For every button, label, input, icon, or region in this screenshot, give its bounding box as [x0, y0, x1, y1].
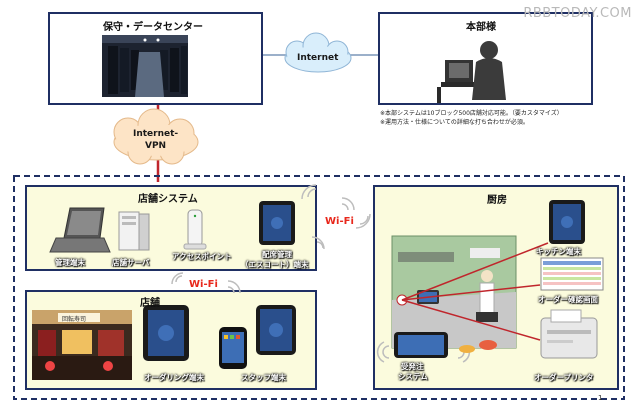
wifi-label-store: Wi-Fi	[189, 279, 218, 290]
order-screen-icon	[540, 257, 604, 291]
label-ordering-terminal: オーダリング端末	[144, 373, 204, 382]
wifi-waves-store	[171, 272, 241, 294]
label-admin-terminal: 管理端末	[55, 258, 85, 267]
datacenter-box	[48, 12, 263, 105]
label-order-printer: オーダープリンタ	[534, 373, 594, 382]
store-system-title: 店舗システム	[138, 194, 198, 205]
kitchen-tablet-icon	[549, 200, 585, 244]
datacenter-photo	[102, 35, 188, 97]
order-tablet-kitchen-icon	[394, 332, 448, 358]
label-kitchen-terminal: キッチン端末	[536, 247, 581, 256]
watermark: RBBTODAY.COM	[523, 6, 632, 21]
label-seating-line1: 配席管理	[262, 250, 292, 259]
internet-cloud	[284, 32, 352, 73]
label-order-confirm-screen: オーダー確認画面	[538, 295, 598, 304]
store-area-boundary	[13, 175, 625, 400]
label-access-point: アクセスポイント	[172, 252, 232, 261]
vpn-cloud-label-line1: Internet-	[133, 129, 179, 139]
label-order-system-line2: システム	[398, 372, 428, 381]
server-icon	[118, 211, 150, 251]
restaurant-sign: 回転寿司	[62, 316, 87, 323]
page-number: 1	[598, 394, 603, 402]
wifi-waves-center	[301, 184, 371, 250]
vpn-cloud	[113, 108, 199, 165]
hq-box	[378, 12, 593, 105]
label-seating-line2: （エスコート）端末	[241, 260, 309, 269]
order-flow-lines	[401, 242, 549, 341]
printer-icon	[540, 309, 598, 359]
laptop-icon	[49, 207, 111, 253]
hq-note-line1: ※本部システムは10ブロック500店舗対応可能。（要カスタマイズ）	[380, 110, 563, 117]
seating-tablet-icon	[259, 201, 295, 245]
smartphone-icon	[219, 327, 247, 369]
hq-person-silhouette	[437, 41, 506, 103]
vpn-cloud-label-line2: VPN	[145, 141, 167, 151]
kitchen-title: 厨房	[487, 195, 507, 206]
wifi-label-center: Wi-Fi	[325, 216, 354, 227]
hq-title: 本部様	[466, 22, 496, 33]
store-title: 店舗	[140, 298, 160, 309]
label-staff-terminal: スタッフ端末	[241, 373, 286, 382]
access-point-icon	[183, 209, 207, 250]
label-order-system-line1: 受発注	[401, 362, 424, 371]
label-store-server: 店舗サーバ	[112, 258, 150, 267]
staff-tablet-icon	[256, 305, 296, 355]
internet-cloud-label: Internet	[297, 53, 339, 63]
ordering-tablet-icon	[143, 305, 189, 361]
hq-note-line2: ※運用方法・仕様についての詳細な打ち合わせが必須。	[380, 119, 529, 126]
datacenter-title: 保守・データセンター	[103, 22, 203, 33]
restaurant-photo	[32, 310, 132, 380]
